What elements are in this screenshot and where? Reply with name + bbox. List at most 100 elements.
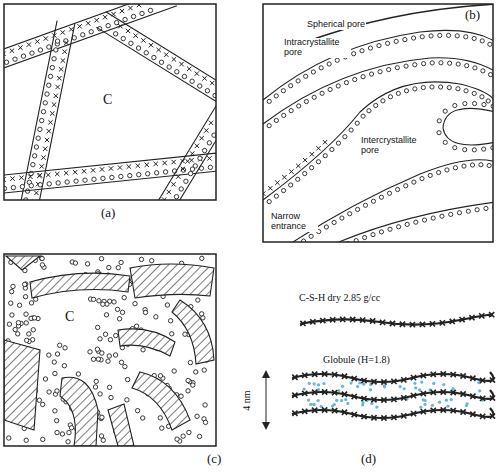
cross-mark xyxy=(127,164,131,168)
pore-circle xyxy=(289,84,293,88)
pore-circle xyxy=(10,289,14,293)
pore-circle xyxy=(360,49,364,53)
water-dot xyxy=(432,382,435,385)
pore-circle xyxy=(168,319,172,323)
water-dot xyxy=(317,383,320,386)
water-dot xyxy=(313,382,316,385)
pore-circle xyxy=(47,390,51,394)
cross-mark xyxy=(322,407,327,412)
boundary-line xyxy=(165,108,216,200)
pore-circle xyxy=(340,216,344,220)
cross-mark xyxy=(361,378,366,383)
cross-mark xyxy=(401,377,406,382)
pore-circle xyxy=(297,104,301,108)
cross-mark xyxy=(441,407,446,412)
water-dot xyxy=(312,403,315,406)
cross-mark xyxy=(10,176,14,180)
cross-mark xyxy=(490,413,495,418)
cross-mark xyxy=(360,317,365,322)
pore-circle xyxy=(208,165,212,169)
pore-circle xyxy=(141,416,145,420)
cross-mark xyxy=(480,396,485,401)
cross-mark xyxy=(118,24,122,28)
cross-mark xyxy=(275,181,279,185)
cross-mark xyxy=(48,120,52,124)
cross-mark xyxy=(54,94,58,98)
pore-circle xyxy=(143,310,147,314)
cross-mark xyxy=(10,49,14,53)
cross-mark xyxy=(27,42,31,46)
pore-circle xyxy=(113,353,117,357)
pore-circle xyxy=(56,181,60,185)
pore-circle xyxy=(55,389,59,393)
water-dot xyxy=(423,403,426,406)
hatched-crystal xyxy=(130,264,214,298)
pore-circle xyxy=(31,162,35,166)
cross-mark xyxy=(46,173,50,177)
globule-label: Globule (H=1.8) xyxy=(322,354,391,365)
pore-circle xyxy=(24,312,28,316)
cross-mark xyxy=(61,58,65,62)
cross-mark xyxy=(342,392,347,397)
layer-curve xyxy=(263,58,493,124)
cross-mark xyxy=(322,371,327,376)
pore-circle xyxy=(481,69,485,73)
cross-mark xyxy=(352,376,357,381)
pore-circle xyxy=(309,234,313,238)
pore-circle xyxy=(371,233,375,237)
cross-mark xyxy=(340,317,345,322)
water-dot xyxy=(442,383,445,386)
cross-mark xyxy=(47,129,51,133)
cross-mark xyxy=(421,391,426,396)
pore-circle xyxy=(101,176,105,180)
pore-circle xyxy=(88,350,92,354)
cross-mark xyxy=(61,30,65,34)
pore-circle xyxy=(330,147,334,151)
cross-mark xyxy=(303,158,307,162)
cross-mark xyxy=(470,376,475,381)
pore-circle xyxy=(421,85,425,89)
pore-label: Spherical pore xyxy=(306,20,366,30)
pore-circle xyxy=(336,84,340,88)
cross-mark xyxy=(55,172,59,176)
pore-circle xyxy=(134,324,138,328)
pore-circle xyxy=(183,332,187,336)
pore-circle xyxy=(353,77,357,81)
pore-circle xyxy=(267,124,271,128)
boundary-line xyxy=(4,169,216,195)
cross-mark xyxy=(172,57,176,61)
pore-circle xyxy=(473,66,477,70)
cross-mark xyxy=(371,379,376,384)
pore-circle xyxy=(37,398,41,402)
cross-mark xyxy=(410,322,415,327)
pore-circle xyxy=(69,426,73,430)
cross-mark xyxy=(40,164,44,168)
cross-mark xyxy=(118,165,122,169)
pore-circle xyxy=(32,154,36,158)
cross-mark xyxy=(73,170,77,174)
water-dot xyxy=(450,398,453,401)
cross-mark xyxy=(202,76,206,80)
pore-circle xyxy=(160,426,164,430)
pore-circle xyxy=(158,374,162,378)
pore-circle xyxy=(115,307,119,311)
pore-circle xyxy=(52,57,56,61)
pore-circle xyxy=(267,199,271,203)
pore-circle xyxy=(289,109,293,113)
cross-mark xyxy=(302,409,307,414)
pore-circle xyxy=(296,79,300,83)
cross-mark xyxy=(18,45,22,49)
pore-circle xyxy=(38,48,42,52)
cross-mark xyxy=(461,409,466,414)
pore-circle xyxy=(480,95,484,99)
cross-mark xyxy=(411,411,416,416)
cross-mark xyxy=(268,186,272,190)
pore-circle xyxy=(336,141,340,145)
cross-mark xyxy=(381,379,386,384)
pore-circle xyxy=(119,260,123,264)
pore-circle xyxy=(184,179,188,183)
water-dot xyxy=(446,405,449,408)
pore-circle xyxy=(106,359,110,363)
pore-circle xyxy=(455,34,459,38)
pore-circle xyxy=(45,92,49,96)
